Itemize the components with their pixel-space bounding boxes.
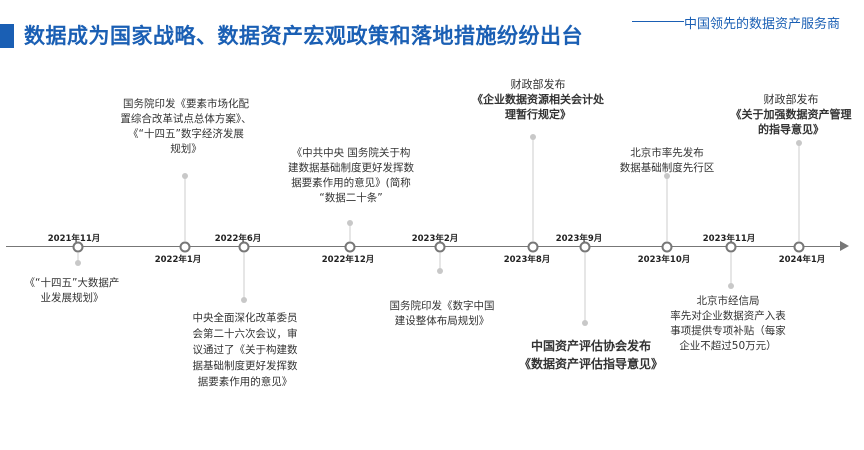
- event-2023-11-text: 北京市经信局 率先对企业数据资产入表 事项提供专项补贴（每家 企业不超过50万元…: [670, 295, 786, 352]
- connector-line: [532, 137, 534, 241]
- date-label: 2024年1月: [778, 255, 826, 265]
- timeline-node-2023-11: [725, 241, 737, 253]
- date-label: 2023年2月: [411, 234, 459, 244]
- event-2023-02-text: 国务院印发《数字中国 建设整体布局规划》: [389, 300, 495, 327]
- connector-line: [439, 253, 441, 271]
- connector-line: [798, 143, 800, 241]
- connector-dot: [75, 260, 81, 266]
- date-label: 2021年11月: [47, 234, 101, 244]
- date-label: 2022年1月: [154, 255, 202, 265]
- timeline-axis: [6, 246, 842, 247]
- connector-dot: [437, 268, 443, 274]
- date-label: 2023年8月: [503, 255, 551, 265]
- connector-line: [243, 253, 245, 300]
- event-2022-01-text: 国务院印发《要素市场化配 置综合改革试点总体方案》、 《“十四五”数字经济发展 …: [120, 98, 252, 155]
- timeline-node-2022-06: [238, 241, 250, 253]
- connector-line: [349, 223, 351, 241]
- title-accent-bar: [0, 24, 14, 48]
- date-label: 2023年9月: [555, 234, 603, 244]
- event-2023-08-text: 财政部发布 《企业数据资源相关会计处 理暂行规定》: [472, 78, 604, 121]
- page-title: 数据成为国家战略、数据资产宏观政策和落地措施纷纷出台: [24, 24, 583, 48]
- event-2024-01-text: 财政部发布 《关于加强数据资产管理 的指导意见》: [730, 93, 852, 136]
- timeline-node-2023-09: [579, 241, 591, 253]
- connector-dot: [796, 140, 802, 146]
- timeline-node-2023-08: [527, 241, 539, 253]
- brand-tagline: 中国领先的数据资产服务商: [684, 17, 841, 32]
- connector-dot: [728, 283, 734, 289]
- timeline-node-2022-01: [179, 241, 191, 253]
- connector-line: [77, 253, 79, 262]
- event-2023-09-text: 中国资产评估协会发布 《数据资产评估指导意见》: [518, 339, 663, 371]
- connector-line: [584, 253, 586, 323]
- connector-dot: [241, 297, 247, 303]
- timeline-arrow-icon: [840, 241, 849, 251]
- event-2023-10-text: 北京市率先发布 数据基础制度先行区: [619, 147, 715, 174]
- connector-dot: [182, 173, 188, 179]
- event-2022-12-text: 《中共中央 国务院关于构 建数据基础制度更好发挥数 据要素作用的意见》(简称 “…: [288, 147, 414, 204]
- timeline-node-2024-01: [793, 241, 805, 253]
- date-label: 2023年10月: [637, 255, 691, 265]
- date-label: 2023年11月: [702, 234, 756, 244]
- connector-line: [184, 176, 186, 241]
- connector-dot: [664, 173, 670, 179]
- connector-line: [666, 176, 668, 241]
- brand-divider: [632, 21, 684, 22]
- event-2022-06-text: 中央全面深化改革委员 会第二十六次会议，审 议通过了《关于构建数 据基础制度更好…: [192, 312, 298, 388]
- timeline-node-2023-10: [661, 241, 673, 253]
- connector-dot: [347, 220, 353, 226]
- connector-dot: [530, 134, 536, 140]
- connector-line: [730, 253, 732, 286]
- event-2021-11-text: 《“十四五”大数据产 业发展规划》: [24, 277, 120, 304]
- timeline-node-2021-11: [72, 241, 84, 253]
- timeline-node-2022-12: [344, 241, 356, 253]
- timeline-node-2023-02: [434, 241, 446, 253]
- connector-dot: [582, 320, 588, 326]
- date-label: 2022年12月: [321, 255, 375, 265]
- date-label: 2022年6月: [214, 234, 262, 244]
